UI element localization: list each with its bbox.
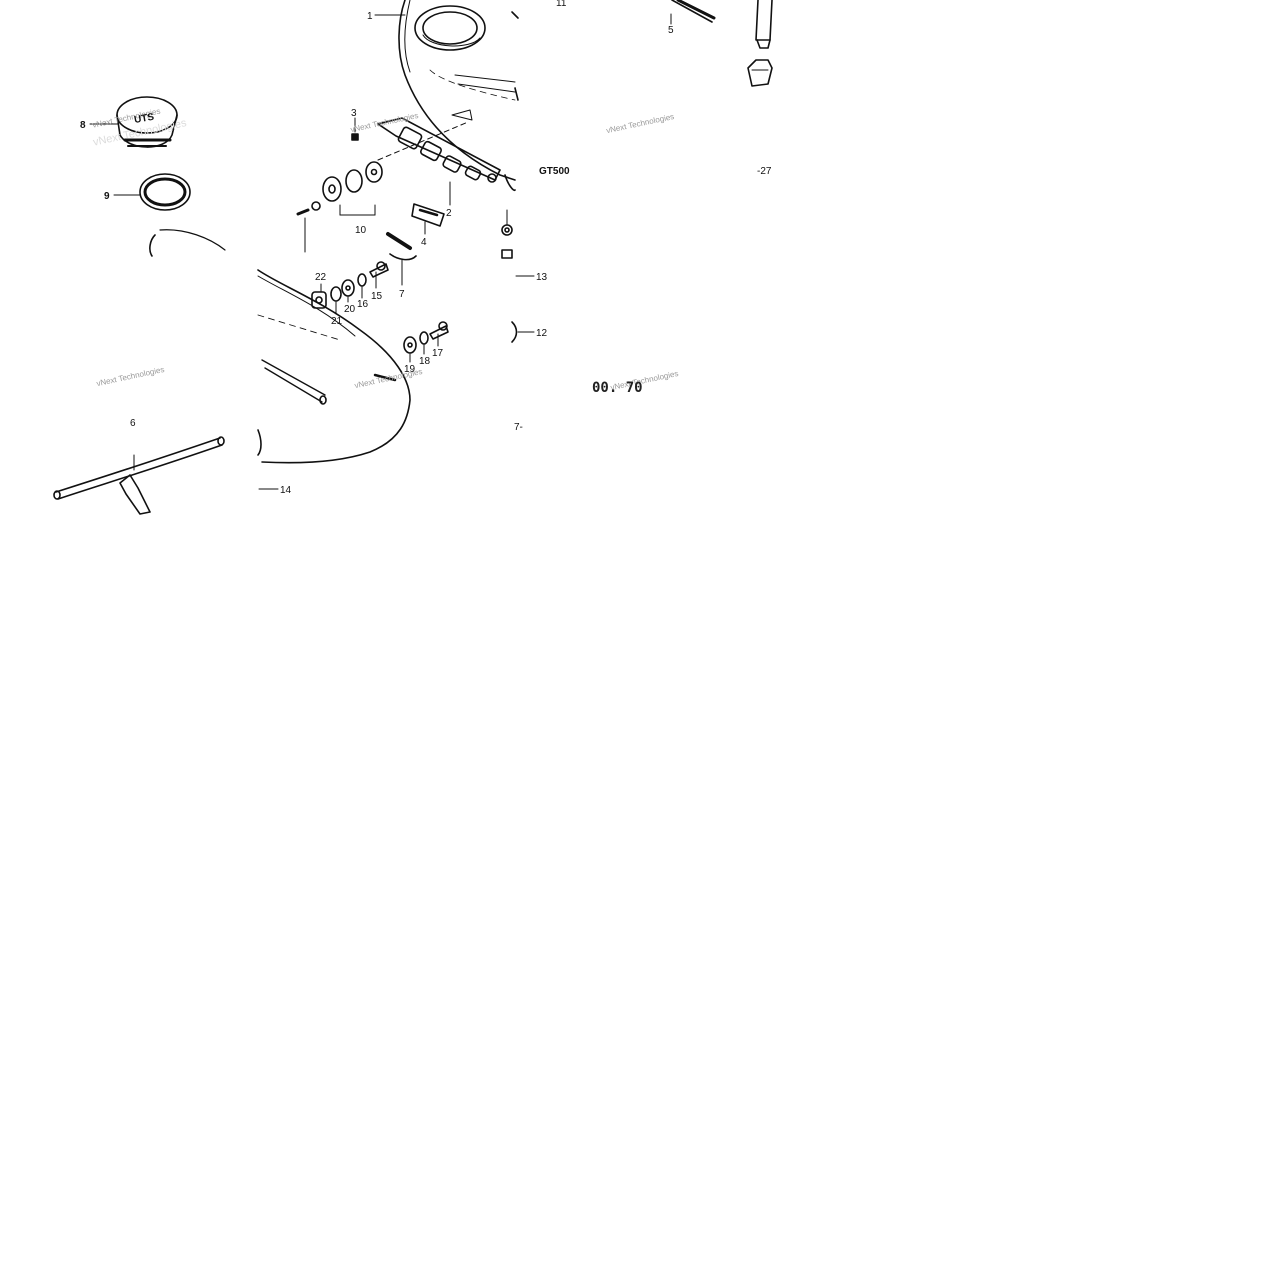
label-part-14: 14 [280,485,292,496]
tank-right-fragments [501,11,519,343]
watermark-2: vNext Technologies [350,111,420,134]
fuel-cock-assembly [296,117,501,261]
watermarks: vNext Technologies vNext Technologies vN… [92,107,680,393]
fuel-hose [53,436,225,515]
label-part-17: 17 [432,348,444,359]
watermark-4: vNext Technologies [96,365,166,388]
part-labels: 1 2 3 4 5 6 7 8 9 10 11 12 13 14 15 16 1… [80,0,674,496]
cap-lettering: UTS [133,112,155,126]
edge-fragment-top-right: -27 [757,166,772,177]
edge-fragment-mid-right: 7- [514,422,523,433]
label-part-19: 19 [404,364,416,375]
page-code: 00. 70 [592,380,643,396]
tank-left-fragment [149,234,156,257]
mount-hardware-lower [403,321,449,354]
label-part-18: 18 [419,356,431,367]
label-part-8: 8 [80,120,86,131]
label-part-5: 5 [668,25,674,36]
label-part-11: 11 [556,0,567,9]
label-part-22: 22 [315,272,327,283]
label-part-2: 2 [446,208,452,219]
label-part-20: 20 [344,304,356,315]
watermark-3: vNext Technologies [605,112,675,135]
fuel-cap [116,96,178,148]
label-part-12: 12 [536,328,548,339]
label-part-16: 16 [357,299,369,310]
fuel-tank-lower [257,269,411,464]
label-part-4: 4 [421,237,427,248]
mount-hardware-upper [311,261,389,309]
label-part-15: 15 [371,291,383,302]
model-label: GT500 [539,166,570,177]
label-part-6: 6 [130,418,136,429]
label-part-1: 1 [367,11,373,22]
fuel-line-parts [671,0,773,87]
label-part-3: 3 [351,108,357,119]
fuel-tank-upper [398,0,516,192]
label-part-10: 10 [355,225,367,236]
label-part-9: 9 [104,191,110,202]
label-part-13: 13 [536,272,548,283]
cap-gasket [139,173,191,211]
leader-lines [89,13,672,490]
label-part-7: 7 [399,289,405,300]
label-part-21: 21 [331,316,343,327]
